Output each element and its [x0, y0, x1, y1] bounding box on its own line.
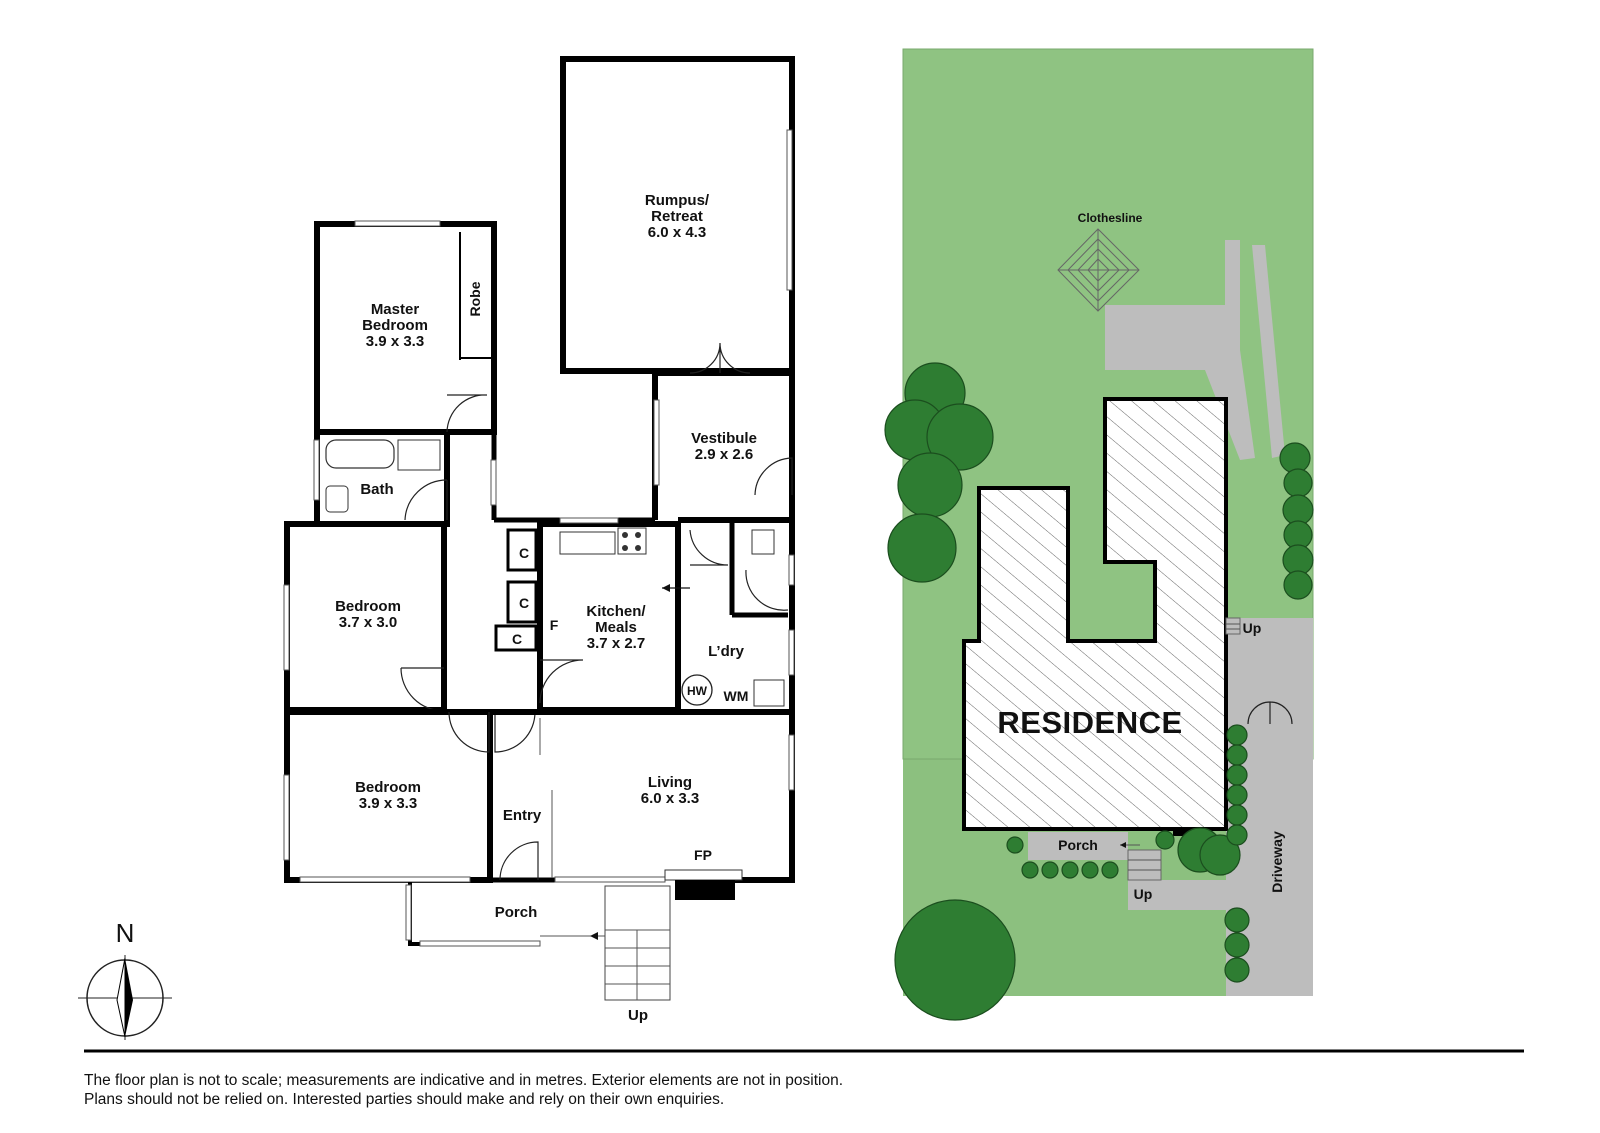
- hot-water-unit: [681, 674, 713, 706]
- window: [299, 876, 471, 883]
- window: [786, 129, 793, 291]
- master-bedroom-size: 3.9 x 3.3: [366, 333, 424, 350]
- bedroom-label: Bedroom: [355, 779, 421, 796]
- driveway-label: Driveway: [1269, 831, 1285, 893]
- porch-rail: [405, 884, 412, 941]
- hot-water-label: HW: [687, 684, 708, 698]
- door: [754, 457, 793, 496]
- sink: [559, 531, 616, 555]
- window: [354, 220, 441, 227]
- clothesline-icon: [1057, 228, 1140, 312]
- kitchen-size: 3.7 x 2.7: [587, 635, 645, 652]
- bedroom-label: Bedroom: [335, 598, 401, 615]
- door: [745, 569, 789, 611]
- door: [494, 711, 536, 753]
- living-size: 6.0 x 3.3: [641, 790, 699, 807]
- window: [283, 584, 290, 671]
- kitchen-label: Kitchen/: [586, 603, 646, 620]
- door: [689, 529, 729, 566]
- window: [490, 459, 497, 506]
- vestibule-label: Vestibule: [691, 430, 757, 447]
- laundry-label: L’dry: [708, 643, 745, 660]
- window: [788, 554, 795, 586]
- door: [448, 711, 490, 753]
- double-door: [689, 342, 751, 374]
- door: [446, 394, 488, 433]
- path-strip: [1252, 245, 1285, 458]
- window: [653, 399, 660, 486]
- driveway-gate: [1247, 701, 1293, 725]
- porch-label: Porch: [495, 904, 538, 921]
- vestibule-size: 2.9 x 2.6: [695, 446, 753, 463]
- shower: [397, 439, 441, 471]
- bedroom-size: 3.7 x 3.0: [339, 614, 397, 631]
- living-label: Living: [648, 774, 692, 791]
- paving-area: [1105, 240, 1255, 460]
- clothesline-label: Clothesline: [1078, 211, 1143, 225]
- porch-area: [1028, 832, 1128, 860]
- residence-footprint: [962, 397, 1228, 831]
- cooktop: [617, 527, 647, 555]
- north-compass: N: [78, 918, 172, 1040]
- door: [400, 667, 445, 712]
- door: [539, 659, 584, 704]
- bathtub: [325, 439, 395, 469]
- washing-machine-label: WM: [724, 688, 749, 704]
- trees: [884, 362, 1314, 1021]
- front-steps: [604, 885, 671, 1001]
- fireplace-label: FP: [694, 847, 712, 863]
- fridge-label: F: [550, 617, 559, 633]
- window: [559, 517, 619, 524]
- master-bedroom-label: Master: [371, 301, 420, 318]
- bath-label: Bath: [360, 481, 393, 498]
- disclaimer-line-1: The floor plan is not to scale; measurem…: [84, 1072, 844, 1089]
- cupboard-label: C: [519, 595, 529, 611]
- porch-label: Porch: [1058, 837, 1098, 853]
- front-door: [499, 841, 539, 881]
- side-steps: [1225, 617, 1241, 635]
- washing-machine-tub: [753, 679, 785, 707]
- site-plan: Clothesline RESIDENCE Porch Up Up Drivew…: [884, 48, 1314, 1021]
- fireplace-chimney: [675, 880, 735, 900]
- cupboard-label: C: [512, 631, 522, 647]
- bedroom-size: 3.9 x 3.3: [359, 795, 417, 812]
- disclaimer-line-2: Plans should not be relied on. Intereste…: [84, 1091, 725, 1108]
- residence-label: RESIDENCE: [997, 705, 1182, 740]
- window: [788, 734, 795, 791]
- front-path: [1128, 880, 1228, 910]
- toilet: [751, 529, 775, 555]
- porch-rail: [419, 940, 541, 947]
- master-bedroom-label-line2: Bedroom: [362, 317, 428, 334]
- floor-plan: Rumpus/ Retreat 6.0 x 4.3 Master Bedroom…: [78, 56, 795, 1040]
- side-steps-up-label: Up: [1243, 620, 1262, 636]
- door: [404, 479, 448, 521]
- robe-label: Robe: [467, 281, 483, 316]
- rumpus-label-line2: Retreat: [651, 208, 703, 225]
- window: [283, 774, 290, 861]
- cupboard-label: C: [519, 545, 529, 561]
- entry-label: Entry: [503, 807, 542, 824]
- kitchen-label-line2: Meals: [595, 619, 637, 636]
- fireplace-hearth: [664, 869, 743, 881]
- window: [788, 629, 795, 676]
- porch-steps: [1127, 849, 1162, 881]
- north-label: N: [116, 918, 135, 948]
- disclaimer: The floor plan is not to scale; measurem…: [84, 1071, 1524, 1109]
- rumpus-size: 6.0 x 4.3: [648, 224, 706, 241]
- window: [313, 439, 320, 501]
- rumpus-label: Rumpus/: [645, 192, 710, 209]
- steps-up-label: Up: [628, 1007, 648, 1024]
- front-steps-up-label: Up: [1134, 886, 1153, 902]
- window: [554, 876, 666, 883]
- basin: [325, 485, 349, 513]
